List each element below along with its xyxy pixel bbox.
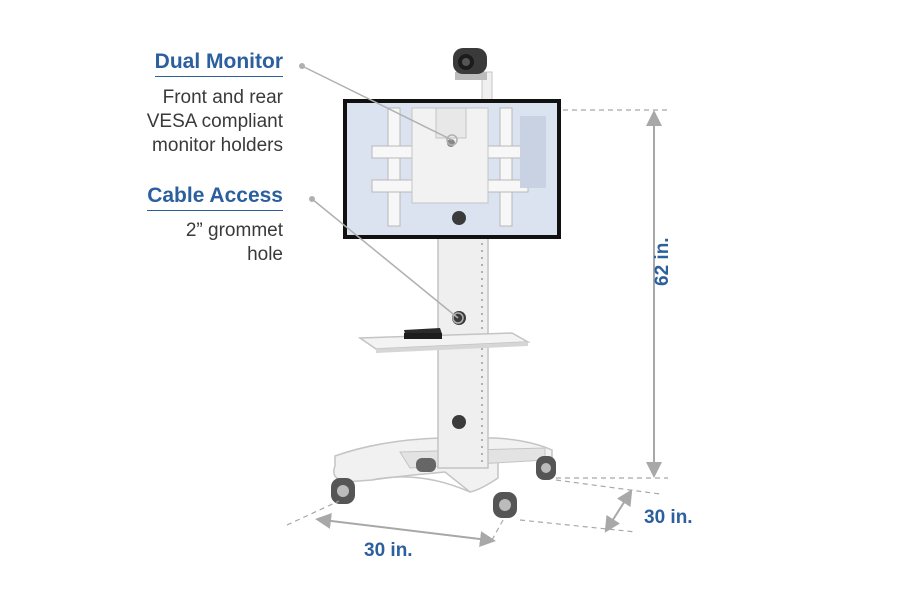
cable-access-line: hole: [247, 244, 283, 265]
monitor-screen: [343, 99, 561, 239]
cable-access-line: 2” grommet: [185, 220, 283, 241]
height-dimension-line: [556, 109, 668, 479]
dual-monitor-title: Dual Monitor: [154, 50, 283, 77]
cart-shelf: [357, 328, 531, 353]
dual-monitor-description: Front and rear VESA compliant monitor ho…: [147, 86, 283, 158]
cable-access-title: Cable Access: [147, 184, 283, 211]
camera-mount: [453, 48, 493, 113]
height-dimension-label: 62 in.: [652, 237, 673, 286]
dual-monitor-line: monitor holders: [152, 135, 283, 156]
callout-leaders: [299, 63, 464, 324]
width-dimension-label: 30 in.: [364, 540, 413, 561]
depth-dimension-line: [519, 479, 661, 533]
width-dimension-line: [286, 500, 504, 547]
cable-access-description: 2” grommet hole: [186, 219, 283, 267]
depth-dimension-label: 30 in.: [644, 507, 693, 528]
dual-monitor-line: Front and rear: [162, 87, 283, 108]
caster-wheels: [331, 456, 556, 518]
dual-monitor-line: VESA compliant: [146, 111, 283, 132]
